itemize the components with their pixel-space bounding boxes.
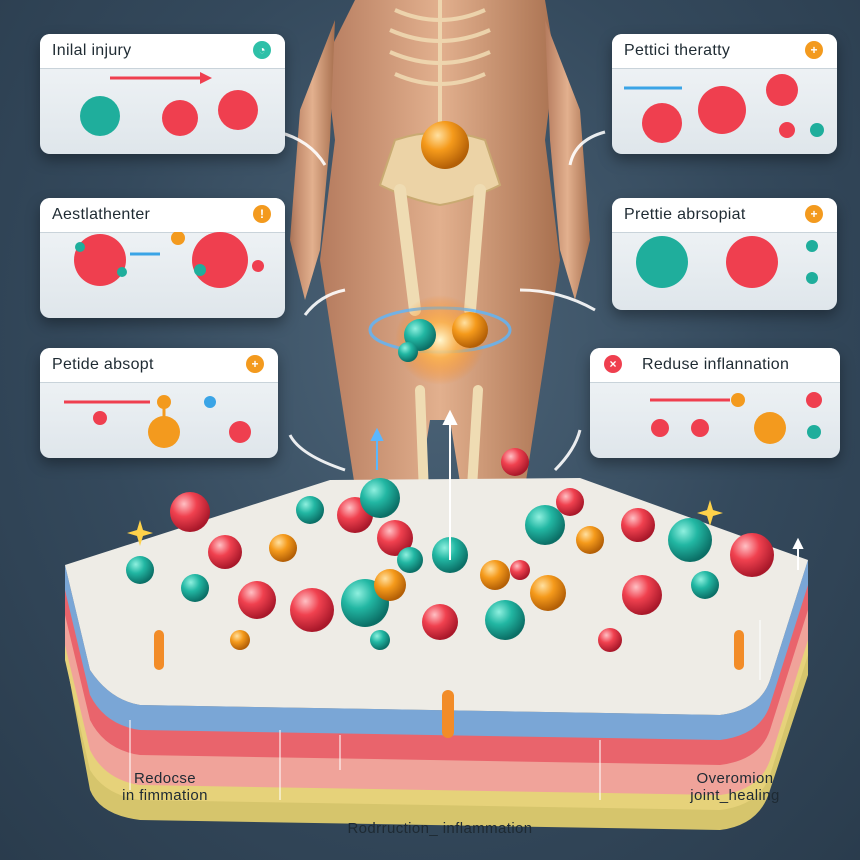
caption-center: Rodrruction_ inflammation: [347, 820, 533, 837]
panel-title: Pettici theratty: [624, 42, 731, 59]
molecule-diagram: [64, 395, 251, 448]
panel-peptide-absorb-left: Petide absopt +: [40, 348, 278, 458]
panel-title: Petide absopt: [52, 356, 154, 373]
plus-icon: +: [805, 205, 823, 223]
molecule-diagram: [80, 72, 258, 136]
plus-icon: +: [805, 41, 823, 59]
panel-aesthetic: Aestlathenter !: [40, 198, 285, 318]
close-icon: ×: [604, 355, 622, 373]
clock-icon: ◔: [253, 41, 271, 59]
panel-title: Reduse inflannation: [642, 356, 790, 373]
info-icon: !: [253, 205, 271, 223]
molecule-diagram: [650, 392, 822, 444]
caption-left: Redocse in fimmation: [100, 770, 230, 804]
panel-peptide-therapy: Pettici theratty +: [612, 34, 837, 154]
tissue-layers: [65, 478, 808, 830]
sparkle-icon: [127, 500, 723, 546]
panel-peptide-absorption-right: Prettie abrsopiat +: [612, 198, 837, 310]
caption-left-line2: in fimmation: [122, 787, 208, 804]
human-body: [290, 0, 590, 545]
knee-joint-highlight: [368, 295, 512, 385]
panel-title: Inilal injury: [52, 42, 132, 59]
peptide-molecules: [126, 448, 774, 652]
inflammation-streaks: [154, 630, 744, 738]
arrow-icon: [370, 409, 804, 570]
caption-right-line2: joint_healing: [690, 787, 780, 804]
panel-initial-injury: Inilal injury ◔: [40, 34, 285, 154]
flow-arrows: [277, 130, 606, 472]
panel-title: Prettie abrsopiat: [624, 206, 746, 223]
molecule-diagram: [636, 236, 818, 288]
panel-title: Aestlathenter: [52, 206, 151, 223]
panel-reduce-inflammation: Reduse inflannation ×: [590, 348, 840, 458]
caption-right-line1: Overomion: [696, 770, 774, 787]
caption-left-line1: Redocse: [133, 770, 196, 787]
molecule-diagram: [624, 74, 824, 143]
caption-right: Overomion joint_healing: [660, 770, 810, 804]
molecule-diagram: [74, 232, 264, 288]
plus-icon: +: [246, 355, 264, 373]
